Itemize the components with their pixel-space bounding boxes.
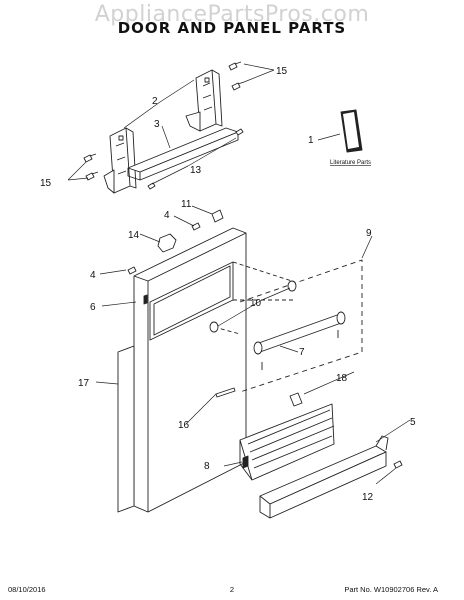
callout-4-left: 4 (90, 270, 96, 281)
literature-booklet (340, 109, 363, 153)
callout-15-top: 15 (276, 66, 288, 77)
literature-parts-label: Literature Parts (330, 160, 371, 166)
screws-15-right (228, 61, 245, 91)
callout-11: 11 (181, 199, 192, 210)
callout-9: 9 (366, 228, 372, 239)
footer-page-number: 2 (229, 585, 235, 594)
leader-lines (67, 63, 411, 485)
callout-4-top: 4 (164, 210, 170, 221)
callout-8: 8 (204, 461, 210, 472)
callout-10: 10 (250, 298, 262, 309)
callout-7: 7 (299, 347, 305, 358)
hinge-clip-14 (157, 233, 177, 253)
side-bracket-right (185, 69, 223, 132)
callout-15-left: 15 (40, 178, 52, 189)
footer-date: 08/10/2016 (8, 585, 46, 594)
screws-15-left (83, 153, 99, 181)
panel-brace (127, 127, 239, 181)
vent-strip (215, 387, 236, 398)
callout-14: 14 (128, 230, 140, 241)
callout-5: 5 (410, 417, 416, 428)
callout-12: 12 (362, 492, 374, 503)
control-panel-housing (239, 403, 335, 481)
handle-assembly-outline (239, 259, 363, 393)
callout-2: 2 (152, 96, 158, 107)
callout-17: 17 (78, 378, 90, 389)
page-title: DOOR AND PANEL PARTS (117, 19, 347, 37)
screws-13 (147, 128, 244, 190)
screws-4 (127, 222, 201, 275)
callout-3: 3 (154, 119, 160, 130)
door-insulation (117, 345, 135, 513)
footer-part-number: Part No. W10902706 Rev. A (344, 585, 438, 594)
callout-1: 1 (308, 135, 314, 146)
screw-12 (393, 460, 403, 469)
outer-door-panel (133, 227, 247, 513)
watermark: AppliancePartsPros.com (94, 2, 370, 27)
bottom-bracket (259, 435, 389, 519)
callout-18: 18 (336, 373, 348, 384)
clip-18 (289, 392, 303, 407)
callout-13: 13 (190, 165, 202, 176)
callout-6: 6 (90, 302, 96, 313)
handle-spacers (209, 280, 297, 333)
callout-16: 16 (178, 420, 190, 431)
clip-11 (211, 209, 224, 223)
side-bracket-left (103, 127, 137, 194)
door-handle (253, 311, 346, 370)
